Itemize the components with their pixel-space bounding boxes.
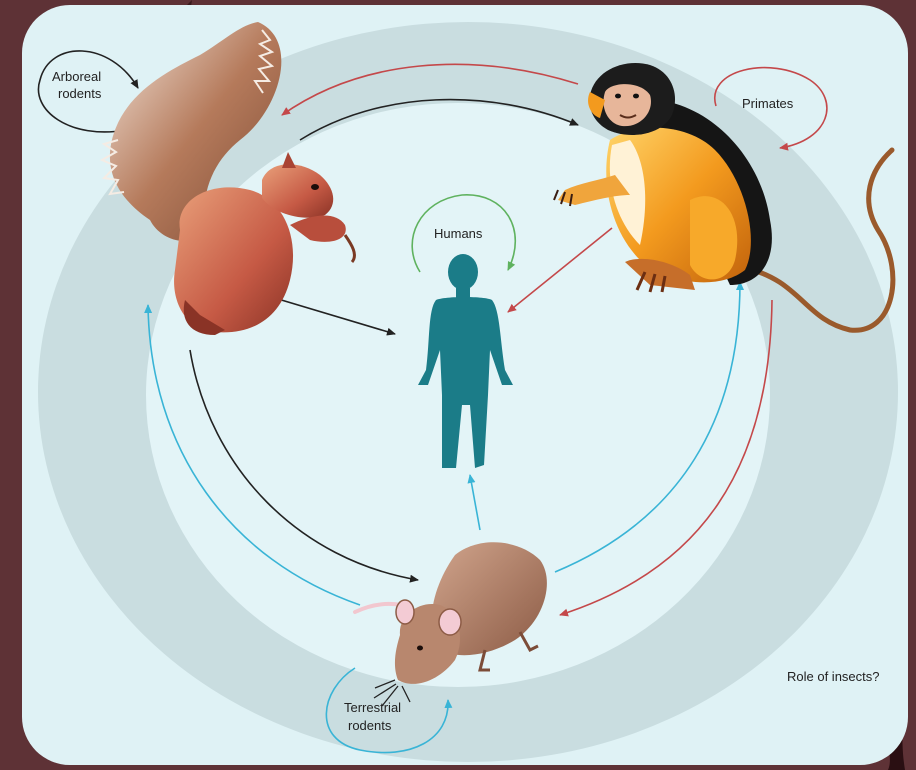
arboreal-label-line2: rodents (58, 86, 102, 101)
primates-label: Primates (742, 96, 794, 111)
terrestrial-label-line1: Terrestrial (344, 700, 401, 715)
insects-question-label: Role of insects? (787, 669, 880, 684)
humans-label: Humans (434, 226, 483, 241)
arboreal-label-line1: Arboreal (52, 69, 101, 84)
terrestrial-label-line2: rodents (348, 718, 392, 733)
